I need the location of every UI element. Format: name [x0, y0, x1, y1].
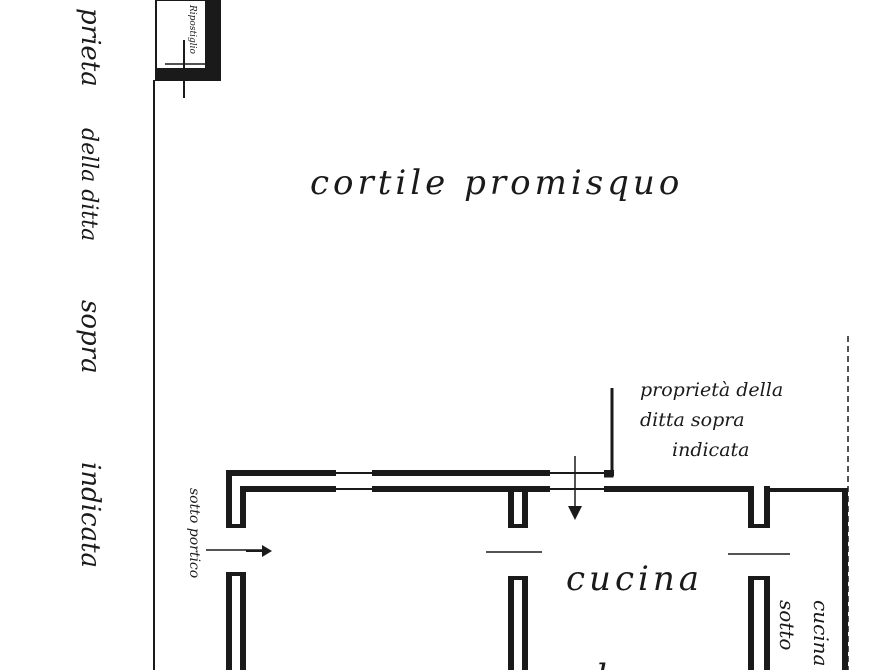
property-note: proprietà della ditta sopra indicata [640, 379, 783, 461]
right-vertical-label-a: sotto [775, 600, 799, 650]
entry-arrow-icon [246, 545, 272, 557]
property-pointer-line [604, 388, 614, 478]
right-vertical-label-b: cucina [809, 600, 833, 666]
left-vertical-part-2: della ditta [76, 128, 101, 241]
property-note-line-2: ditta sopra [640, 409, 745, 431]
small-box-label: Ripostiglio [187, 4, 197, 54]
left-vertical-part-3: sopra [75, 300, 105, 374]
under-portico-label: sotto portico [186, 488, 202, 578]
kitchen-label: cucina [566, 559, 703, 599]
left-vertical-part-1: prieta [75, 8, 105, 87]
kitchen-below-partial-label: bagno [596, 657, 722, 670]
courtyard-label: cortile promisquo [310, 163, 683, 203]
left-vertical-part-4: indicata [75, 462, 105, 568]
left-vertical-text: prieta della ditta sopra indicata [75, 8, 105, 568]
building-walls [226, 470, 848, 670]
small-closet [155, 0, 221, 98]
property-note-line-3: indicata [672, 439, 749, 461]
property-note-line-1: proprietà della [640, 379, 783, 401]
kitchen-arrow-icon [568, 506, 582, 520]
